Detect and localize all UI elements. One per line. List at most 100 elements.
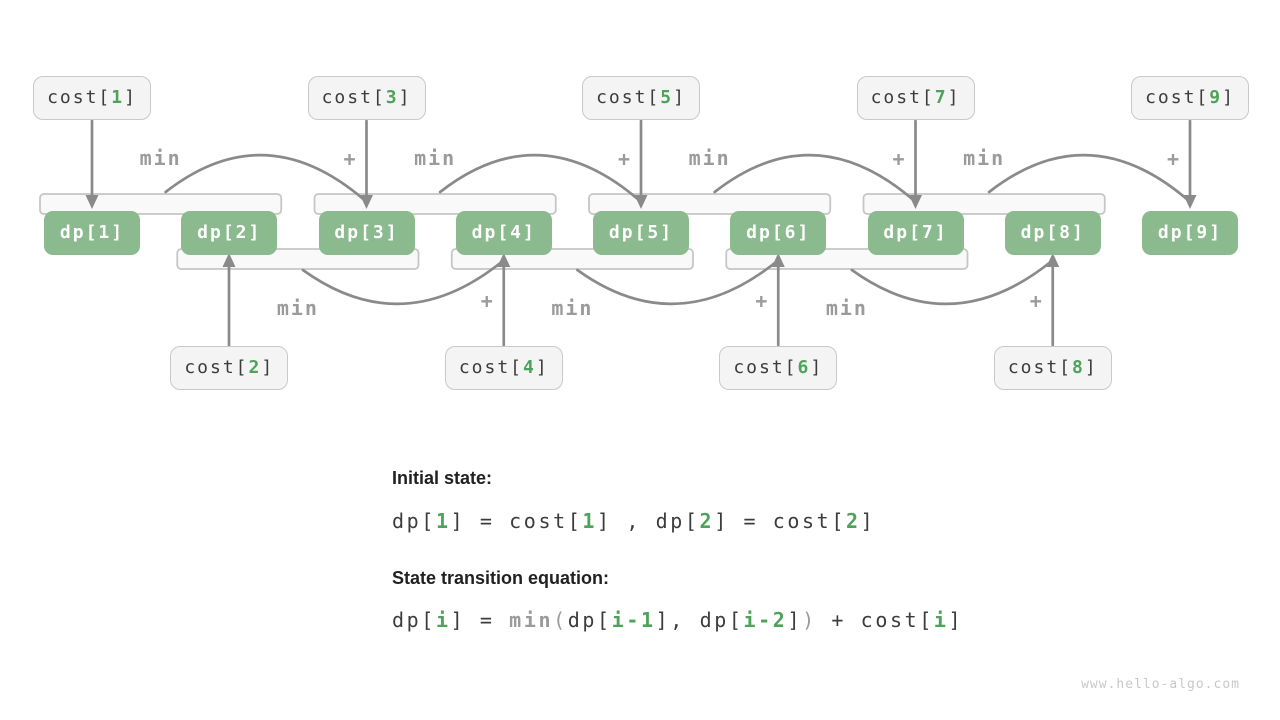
min-label-dp9: min: [963, 146, 1006, 170]
dp-box-index: 2: [235, 222, 249, 243]
cost-box-8: cost[8]: [993, 346, 1112, 390]
cost-box-prefix: cost[: [1145, 87, 1210, 108]
dp-box-suffix: ]: [660, 222, 674, 243]
min-label-dp8: min: [825, 296, 868, 320]
dp-box-prefix: dp[: [197, 222, 236, 243]
cost-box-prefix: cost[: [596, 87, 661, 108]
code-segment: ] , dp[: [597, 509, 700, 533]
code-segment: dp[: [567, 608, 612, 632]
code-segment: ): [802, 608, 817, 632]
dp-box-prefix: dp[: [883, 222, 922, 243]
dp-box-index: 8: [1059, 222, 1072, 243]
dp-box-index: 6: [784, 222, 798, 243]
initial-state-equation: dp[1] = cost[1] , dp[2] = cost[2]: [392, 509, 875, 533]
min-label-dp3: min: [139, 146, 182, 170]
dp-box-suffix: ]: [797, 222, 811, 243]
code-segment: 1: [582, 509, 598, 533]
dp-box-suffix: ]: [1209, 222, 1223, 243]
cost-box-prefix: cost[: [184, 357, 249, 378]
state-transition-equation: dp[i] = min(dp[i-1], dp[i-2]) + cost[i]: [392, 608, 963, 632]
dp-box-suffix: ]: [1072, 222, 1085, 243]
min-label-dp4: min: [276, 296, 319, 320]
plus-label-dp6: +: [755, 289, 770, 313]
cost-box-9: cost[9]: [1131, 76, 1249, 120]
cost-box-prefix: cost[: [458, 357, 523, 378]
code-segment: 2: [845, 509, 861, 533]
dp-box-prefix: dp[: [746, 222, 785, 243]
cost-box-4: cost[4]: [444, 346, 563, 390]
cost-box-index: 6: [797, 357, 811, 378]
dp-box-suffix: ]: [111, 222, 125, 243]
code-segment: ]: [948, 608, 964, 632]
cost-box-suffix: ]: [535, 357, 549, 378]
cost-box-6: cost[6]: [719, 346, 838, 390]
cost-box-suffix: ]: [810, 357, 824, 378]
cost-box-3: cost[3]: [307, 76, 426, 120]
watermark: www.hello-algo.com: [1081, 677, 1240, 692]
cost-box-index: 1: [111, 87, 125, 108]
code-segment: 2: [699, 509, 715, 533]
cost-box-prefix: cost[: [321, 87, 386, 108]
initial-state-heading: Initial state:: [392, 468, 493, 488]
dp-box-suffix: ]: [523, 222, 536, 243]
dp-box-6: dp[6]: [730, 211, 827, 255]
min-label-dp7: min: [688, 146, 731, 170]
code-segment: i-2: [743, 608, 788, 632]
cost-box-index: 9: [1209, 87, 1223, 108]
dp-box-9: dp[9]: [1142, 211, 1238, 255]
plus-label-dp3: +: [343, 147, 358, 171]
code-segment: min: [509, 608, 554, 632]
dp-box-prefix: dp[: [334, 222, 373, 243]
plus-label-dp7: +: [892, 147, 907, 171]
code-segment: 1: [435, 509, 451, 533]
plus-label-dp8: +: [1029, 289, 1044, 313]
cost-box-suffix: ]: [1222, 87, 1235, 108]
dp-box-8: dp[8]: [1004, 211, 1101, 255]
dp-box-prefix: dp[: [1020, 222, 1060, 243]
dp-box-index: 4: [510, 222, 523, 243]
cost-box-suffix: ]: [673, 87, 686, 108]
cost-box-index: 7: [934, 87, 948, 108]
min-label-dp5: min: [414, 146, 457, 170]
dp-box-index: 1: [98, 222, 112, 243]
cost-box-index: 3: [385, 87, 399, 108]
dp-box-index: 9: [1196, 222, 1210, 243]
dp-box-suffix: ]: [934, 222, 948, 243]
code-segment: + cost[: [816, 608, 934, 632]
dp-box-suffix: ]: [385, 222, 399, 243]
dp-box-1: dp[1]: [44, 211, 140, 255]
code-segment: ]: [860, 509, 876, 533]
cost-box-index: 4: [523, 357, 536, 378]
code-segment: dp[: [392, 608, 436, 632]
cost-box-index: 5: [660, 87, 674, 108]
code-segment: (: [553, 608, 568, 632]
code-segment: i-1: [611, 608, 656, 632]
plus-label-dp5: +: [617, 147, 633, 171]
dp-box-7: dp[7]: [867, 211, 964, 255]
dp-box-5: dp[5]: [593, 211, 689, 255]
dp-box-2: dp[2]: [181, 211, 278, 255]
code-segment: ], dp[: [655, 608, 744, 632]
cost-box-5: cost[5]: [582, 76, 700, 120]
cost-box-suffix: ]: [398, 87, 412, 108]
dp-box-4: dp[4]: [455, 211, 552, 255]
cost-box-2: cost[2]: [170, 346, 289, 390]
cost-box-index: 8: [1072, 357, 1085, 378]
cost-box-prefix: cost[: [870, 87, 935, 108]
state-transition-heading: State transition equation:: [392, 568, 610, 588]
code-segment: ]: [787, 608, 803, 632]
dp-box-index: 7: [921, 222, 935, 243]
code-segment: ] = cost[: [714, 509, 846, 533]
cost-box-prefix: cost[: [733, 357, 798, 378]
cost-box-7: cost[7]: [856, 76, 975, 120]
cost-box-prefix: cost[: [47, 87, 112, 108]
code-segment: ] = cost[: [450, 509, 583, 533]
dp-box-prefix: dp[: [1157, 222, 1197, 243]
cost-box-suffix: ]: [1084, 357, 1098, 378]
dp-box-index: 5: [647, 222, 661, 243]
code-segment: i: [933, 608, 949, 632]
code-segment: i: [435, 608, 451, 632]
